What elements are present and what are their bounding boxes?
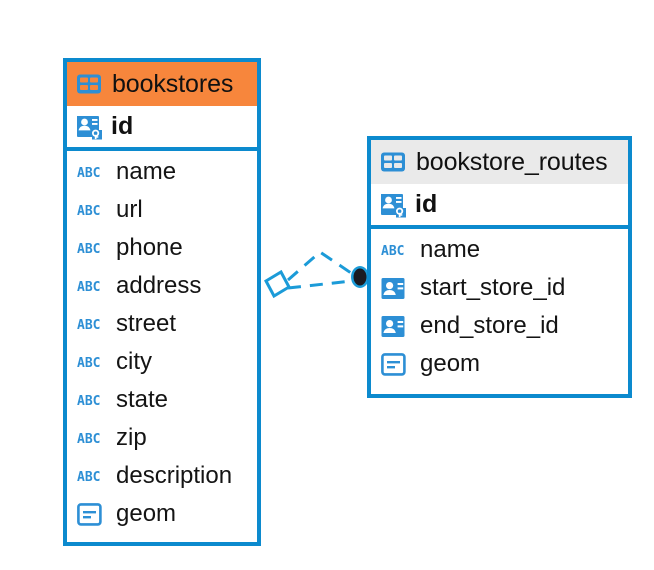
- field-row-address[interactable]: ABC address: [67, 267, 257, 305]
- table-icon: [76, 71, 102, 97]
- field-row-street[interactable]: ABC street: [67, 305, 257, 343]
- field-label: city: [116, 348, 152, 375]
- field-row-description[interactable]: ABC description: [67, 457, 257, 495]
- abc-icon: ABC: [77, 279, 101, 295]
- entity-bookstore-routes[interactable]: bookstore_routes id ABC: [367, 136, 632, 398]
- relationship-line-upper: [287, 250, 355, 282]
- abc-icon: ABC: [381, 243, 405, 259]
- field-label: state: [116, 386, 169, 413]
- abc-icon: ABC: [77, 469, 101, 485]
- field-label: id: [111, 112, 134, 140]
- field-list-bookstore-routes: ABC name start_store_id: [371, 229, 628, 383]
- field-row-name[interactable]: ABC name: [371, 231, 628, 269]
- field-label: street: [116, 310, 177, 337]
- field-row-city[interactable]: ABC city: [67, 343, 257, 381]
- abc-icon: ABC: [77, 241, 101, 257]
- abc-icon: ABC: [77, 165, 101, 181]
- foreign-key-icon: [381, 277, 411, 300]
- field-label: start_store_id: [420, 274, 566, 301]
- abc-icon: ABC: [77, 431, 101, 447]
- field-row-primary-key[interactable]: id: [67, 106, 257, 151]
- field-row-phone[interactable]: ABC phone: [67, 229, 257, 267]
- geometry-icon: [77, 502, 107, 526]
- entity-title: bookstores: [112, 69, 234, 98]
- field-row-geom[interactable]: geom: [371, 345, 628, 383]
- entity-header-bookstore-routes[interactable]: bookstore_routes: [371, 140, 628, 184]
- table-icon: [380, 149, 406, 175]
- field-row-name[interactable]: ABC name: [67, 153, 257, 191]
- abc-icon: ABC: [77, 393, 101, 409]
- field-row-state[interactable]: ABC state: [67, 381, 257, 419]
- field-label: description: [116, 462, 233, 489]
- field-label: zip: [116, 424, 147, 451]
- relationship-line-lower: [287, 279, 353, 290]
- field-list-bookstores: ABC name ABC url ABC phone ABC address A…: [67, 151, 257, 533]
- diamond-outline-icon: [264, 269, 291, 299]
- field-label: phone: [116, 234, 183, 261]
- abc-icon: ABC: [77, 317, 101, 333]
- abc-icon: ABC: [77, 355, 101, 371]
- abc-icon: ABC: [77, 203, 101, 219]
- field-row-url[interactable]: ABC url: [67, 191, 257, 229]
- entity-bookstores[interactable]: bookstores id ABC: [63, 58, 261, 546]
- field-label: geom: [420, 350, 481, 377]
- geometry-icon: [381, 352, 411, 376]
- field-label: id: [415, 190, 438, 218]
- field-label: url: [116, 196, 143, 223]
- field-label: geom: [116, 500, 177, 527]
- entity-title: bookstore_routes: [416, 147, 608, 176]
- field-row-primary-key[interactable]: id: [371, 184, 628, 229]
- field-row-zip[interactable]: ABC zip: [67, 419, 257, 457]
- field-row-start-store-id[interactable]: start_store_id: [371, 269, 628, 307]
- field-label: end_store_id: [420, 312, 559, 339]
- field-label: address: [116, 272, 202, 299]
- field-label: name: [420, 236, 481, 263]
- entity-header-bookstores[interactable]: bookstores: [67, 62, 257, 106]
- field-row-end-store-id[interactable]: end_store_id: [371, 307, 628, 345]
- field-row-geom[interactable]: geom: [67, 495, 257, 533]
- foreign-key-icon: [381, 315, 411, 338]
- field-label: name: [116, 158, 177, 185]
- primary-key-icon: [76, 114, 103, 140]
- primary-key-icon: [380, 192, 407, 218]
